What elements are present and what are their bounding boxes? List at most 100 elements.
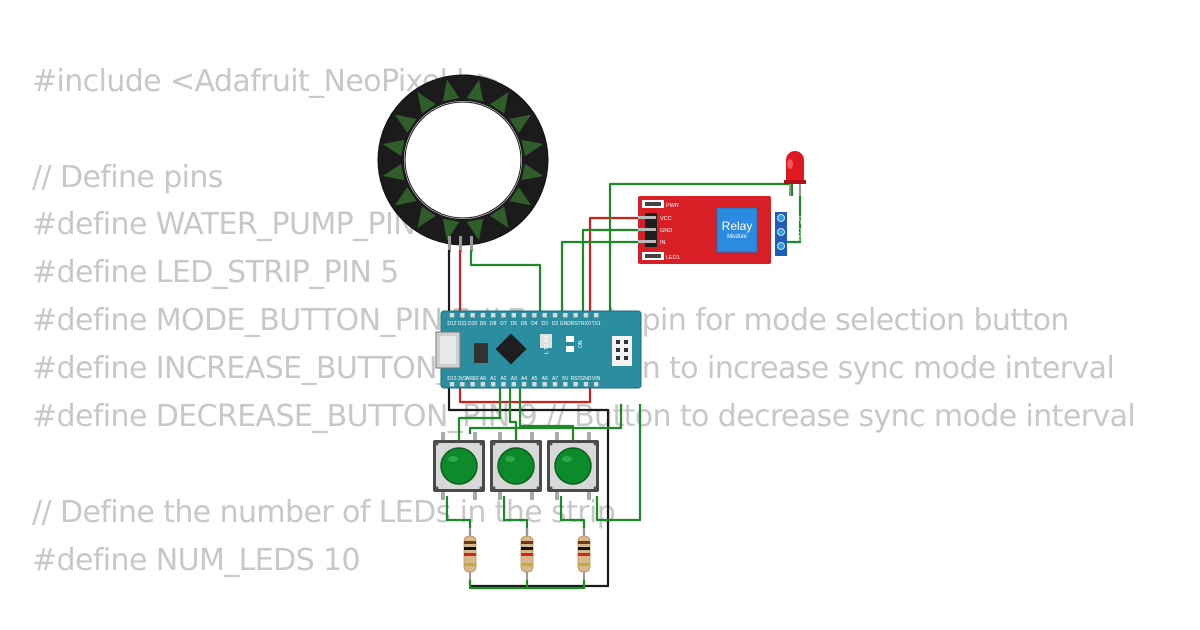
nano-pin-bottom[interactable] [573, 382, 578, 387]
nano-pin-bottom[interactable] [511, 382, 516, 387]
nano-pin-top[interactable] [542, 313, 547, 318]
nano-pin-label-top: D11 [458, 321, 467, 327]
nano-pin-label-bottom: A7 [552, 376, 558, 382]
nano-pin-label-top: TX1 [592, 321, 601, 327]
nano-pin-label-bottom: VIN [592, 376, 601, 382]
nano-pin-top[interactable] [470, 313, 475, 318]
relay-module[interactable]: PWR LED1 VCC GND IN Relay Module NC COM … [638, 196, 801, 264]
nano-pin-bottom[interactable] [460, 382, 465, 387]
wire-btn1-bottom [445, 496, 472, 535]
nano-pin-top[interactable] [552, 313, 558, 318]
nano-pin-label-bottom: A5 [531, 376, 537, 382]
nano-pin-label-bottom: A6 [542, 376, 548, 382]
nano-pin-top[interactable] [511, 313, 516, 318]
relay-title: Relay [722, 219, 753, 233]
nano-pin-label-top: D6 [511, 321, 518, 327]
nano-pin-label-top: D12 [447, 321, 456, 327]
nano-pin-bottom[interactable] [532, 382, 537, 387]
nano-pin-top[interactable] [480, 313, 486, 318]
relay-nc-label: NC [795, 216, 801, 224]
code-line: #define INCREASE_BUTTON_PIN 8 // Button … [32, 351, 1115, 386]
resistor[interactable] [577, 528, 591, 580]
nano-pin-bottom[interactable] [480, 382, 486, 387]
button-cap[interactable] [440, 447, 478, 485]
ring-pixel [442, 79, 460, 102]
nano-pin-label-top: D4 [531, 321, 538, 327]
nano-pin-label-bottom: 5V [562, 376, 569, 382]
wire-relay-in [560, 240, 654, 318]
nano-pin-top[interactable] [449, 313, 455, 318]
code-line: #define WATER_PUMP_PIN 3 [32, 207, 443, 242]
relay-pwr-label: PWR [666, 203, 679, 209]
ring-pixel [490, 206, 509, 229]
nano-on-label: ON [578, 340, 584, 348]
ring-pixel [521, 139, 544, 157]
wire-relay-no [786, 188, 802, 244]
relay-com-label: COM [795, 228, 801, 241]
push-button[interactable] [547, 432, 599, 500]
wire-btn-rail-right [595, 404, 642, 522]
nano-pin-top[interactable] [583, 313, 589, 318]
resistor[interactable] [520, 528, 534, 580]
button-cap[interactable] [554, 447, 592, 485]
nano-pin-bottom[interactable] [594, 382, 599, 387]
nano-pin-bottom[interactable] [563, 382, 568, 387]
code-background: #include <Adafruit_NeoPixel.h>// Define … [32, 64, 1200, 604]
nano-pin-bottom[interactable] [501, 382, 506, 387]
red-led[interactable] [784, 151, 806, 196]
nano-pin-label-top: RX0 [581, 321, 591, 327]
resistor[interactable] [463, 528, 477, 580]
nano-pin-bottom[interactable] [521, 382, 527, 387]
icsp-pin [624, 348, 628, 352]
nano-pin-top[interactable] [501, 313, 506, 318]
ring-pixel [521, 163, 544, 181]
wire-btn3-bottom [559, 496, 586, 535]
nano-pin-top[interactable] [563, 313, 568, 318]
relay-led-label: LED1 [666, 255, 680, 261]
nano-pin-bottom[interactable] [552, 382, 558, 387]
push-button[interactable] [490, 432, 542, 500]
wire-ring-data [469, 250, 542, 318]
wire-led-com [608, 182, 794, 318]
nano-pin-top[interactable] [594, 313, 599, 318]
relay-in-label: IN [660, 240, 666, 246]
icsp-pin [616, 356, 620, 360]
nano-pin-label-bottom: A2 [500, 376, 506, 382]
neopixel-ring[interactable] [377, 74, 549, 252]
nano-pin-top[interactable] [491, 313, 496, 318]
relay-no-label: NO [795, 244, 801, 253]
nano-pin-label-bottom: A3 [511, 376, 517, 382]
nano-pin-label-bottom: 3V3 [458, 376, 467, 382]
nano-pin-bottom[interactable] [491, 382, 496, 387]
nano-pin-top[interactable] [460, 313, 465, 318]
nano-pin-bottom[interactable] [470, 382, 475, 387]
nano-pin-label-top: GND [560, 321, 572, 327]
button-cap[interactable] [497, 447, 535, 485]
code-line: #define NUM_LEDS 10 [32, 543, 361, 578]
nano-pin-label-top: D3 [541, 321, 548, 327]
push-button[interactable] [433, 432, 485, 500]
ring-pixel [466, 218, 484, 241]
ring-pixel [394, 114, 417, 133]
relay-vcc-label: VCC [660, 216, 672, 222]
nano-pin-label-bottom: AREF [466, 376, 479, 382]
nano-pin-label-top: D9 [480, 321, 487, 327]
nano-pin-top[interactable] [521, 313, 527, 318]
ring-pixel [490, 91, 509, 114]
nano-pin-bottom[interactable] [449, 382, 455, 387]
nano-pin-label-top: D7 [500, 321, 507, 327]
ring-pixel [394, 187, 417, 206]
ring-pixel [417, 91, 436, 114]
nano-pin-label-top: D2 [552, 321, 559, 327]
nano-pin-bottom[interactable] [542, 382, 547, 387]
nano-pin-label-top: RST [571, 321, 581, 327]
code-line: // Define pins [32, 160, 223, 195]
nano-pin-label-bottom: D13 [447, 376, 456, 382]
nano-pin-top[interactable] [573, 313, 578, 318]
nano-pin-top[interactable] [532, 313, 537, 318]
nano-pin-bottom[interactable] [583, 382, 589, 387]
nano-pin-label-bottom: RST [571, 376, 581, 382]
wire-btn2-bottom [502, 496, 529, 535]
